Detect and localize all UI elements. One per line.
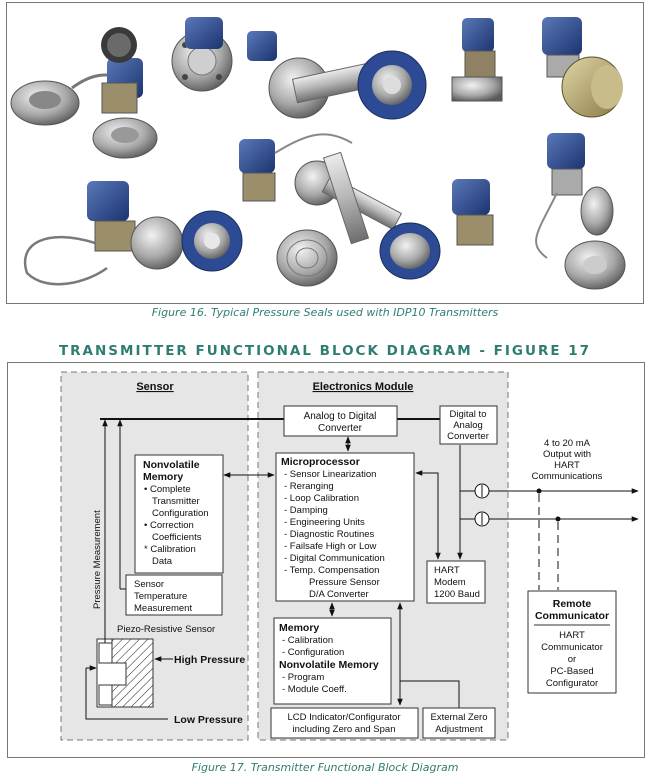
figure17-heading: TRANSMITTER FUNCTIONAL BLOCK DIAGRAM - F… xyxy=(58,343,592,359)
adc-line-2: Converter xyxy=(318,423,363,434)
sensor-title: Sensor xyxy=(136,381,174,393)
transmitter-2 xyxy=(451,18,503,102)
nv-line-3: Configuration xyxy=(152,508,209,519)
output-line-3: HART xyxy=(554,460,580,471)
ext-zero-line-2: Adjustment xyxy=(435,724,483,735)
output-line-1: 4 to 20 mA xyxy=(544,438,591,449)
remote-title-2: Communicator xyxy=(535,610,609,622)
transmitter-5 xyxy=(23,181,243,286)
remote-line-3: or xyxy=(568,654,576,665)
hart-modem-line-3: 1200 Baud xyxy=(434,589,480,600)
memory-nv-line-2: - Module Coeff. xyxy=(282,684,347,695)
dac-line-2: Analog xyxy=(453,420,483,431)
figure17-caption: Figure 17. Transmitter Functional Block … xyxy=(191,761,459,774)
remote-title-1: Remote xyxy=(553,598,592,610)
transmitter-1 xyxy=(10,27,158,159)
adc-box xyxy=(283,405,398,437)
sensor-temp-line-1: Sensor xyxy=(134,579,164,590)
memory-nv-line-1: - Program xyxy=(282,672,324,683)
output-line-2: Output with xyxy=(543,449,591,460)
hart-modem-box xyxy=(426,560,486,604)
low-pressure-label: Low Pressure xyxy=(174,714,243,726)
ext-zero-line-1: External Zero xyxy=(430,712,487,723)
memory-box xyxy=(273,617,392,705)
block-diagram: Sensor Electronics Module Analog to Digi… xyxy=(7,362,645,758)
microprocessor-box xyxy=(275,452,415,602)
micro-line-11: D/A Converter xyxy=(309,589,369,600)
pressure-seals-illustration xyxy=(10,17,626,290)
remote-line-2: Communicator xyxy=(541,642,603,653)
transmitter-6 xyxy=(452,133,626,290)
blue-flange xyxy=(357,50,427,120)
nv-line-1: • Complete xyxy=(144,484,191,495)
micro-title: Microprocessor xyxy=(281,456,360,468)
sensor-temp-line-3: Measurement xyxy=(134,603,192,614)
electronics-title: Electronics Module xyxy=(313,381,414,393)
pressure-seals-photo xyxy=(6,2,644,304)
micro-line-9: - Temp. Compensation xyxy=(284,565,379,576)
micro-line-7: - Failsafe High or Low xyxy=(284,541,377,552)
pressure-measurement-label: Pressure Measurement xyxy=(92,510,103,609)
memory-title: Memory xyxy=(279,622,319,634)
memory-line-2: - Configuration xyxy=(282,647,344,658)
transmitter-4 xyxy=(239,133,403,245)
micro-line-10: Pressure Sensor xyxy=(309,577,380,588)
lcd-line-1: LCD Indicator/Configurator xyxy=(288,712,401,723)
remote-line-5: Configurator xyxy=(546,678,598,689)
nv-title-2: Memory xyxy=(143,471,183,483)
remote-line-1: HART xyxy=(559,630,585,641)
nv-line-2: Transmitter xyxy=(152,496,200,507)
dac-line-1: Digital to xyxy=(450,409,487,420)
sensor-temp-line-2: Temperature xyxy=(134,591,187,602)
nv-line-7: Data xyxy=(152,556,173,567)
transmitter-3 xyxy=(542,17,623,118)
memory-line-1: - Calibration xyxy=(282,635,333,646)
micro-line-3: - Loop Calibration xyxy=(284,493,359,504)
nonvolatile-memory-box xyxy=(134,454,224,574)
external-zero-box xyxy=(422,707,496,739)
adc-line-1: Analog to Digital xyxy=(304,411,377,422)
output-line-4: Communications xyxy=(532,471,603,482)
piezo-label: Piezo-Resistive Sensor xyxy=(117,624,215,635)
lcd-box xyxy=(270,707,419,739)
block-diagram-svg: Sensor Electronics Module Analog to Digi… xyxy=(60,371,639,741)
hart-modem-line-2: Modem xyxy=(434,577,466,588)
wafer-seal xyxy=(276,229,338,287)
remote-line-4: PC-Based xyxy=(550,666,593,677)
nv-title-1: Nonvolatile xyxy=(143,459,200,471)
memory-nv-title: Nonvolatile Memory xyxy=(279,659,379,671)
micro-line-6: - Diagnostic Routines xyxy=(284,529,375,540)
pancake-seal xyxy=(379,222,441,280)
nv-line-6: * Calibration xyxy=(144,544,196,555)
dac-line-3: Converter xyxy=(447,431,489,442)
hart-modem-line-1: HART xyxy=(434,565,460,576)
micro-line-5: - Engineering Units xyxy=(284,517,365,528)
dac-box xyxy=(439,405,498,445)
remote-communicator-box xyxy=(527,590,617,694)
micro-line-2: - Reranging xyxy=(284,481,334,492)
lcd-line-2: including Zero and Span xyxy=(293,724,396,735)
high-pressure-label: High Pressure xyxy=(174,654,245,666)
nv-line-4: • Correction xyxy=(144,520,194,531)
figure16-caption: Figure 16. Typical Pressure Seals used w… xyxy=(151,306,499,319)
sensor-temp-box xyxy=(125,574,223,616)
micro-line-4: - Damping xyxy=(284,505,328,516)
micro-line-8: - Digital Communication xyxy=(284,553,385,564)
nv-line-5: Coefficients xyxy=(152,532,202,543)
micro-line-1: - Sensor Linearization xyxy=(284,469,376,480)
flange-1 xyxy=(171,17,233,92)
